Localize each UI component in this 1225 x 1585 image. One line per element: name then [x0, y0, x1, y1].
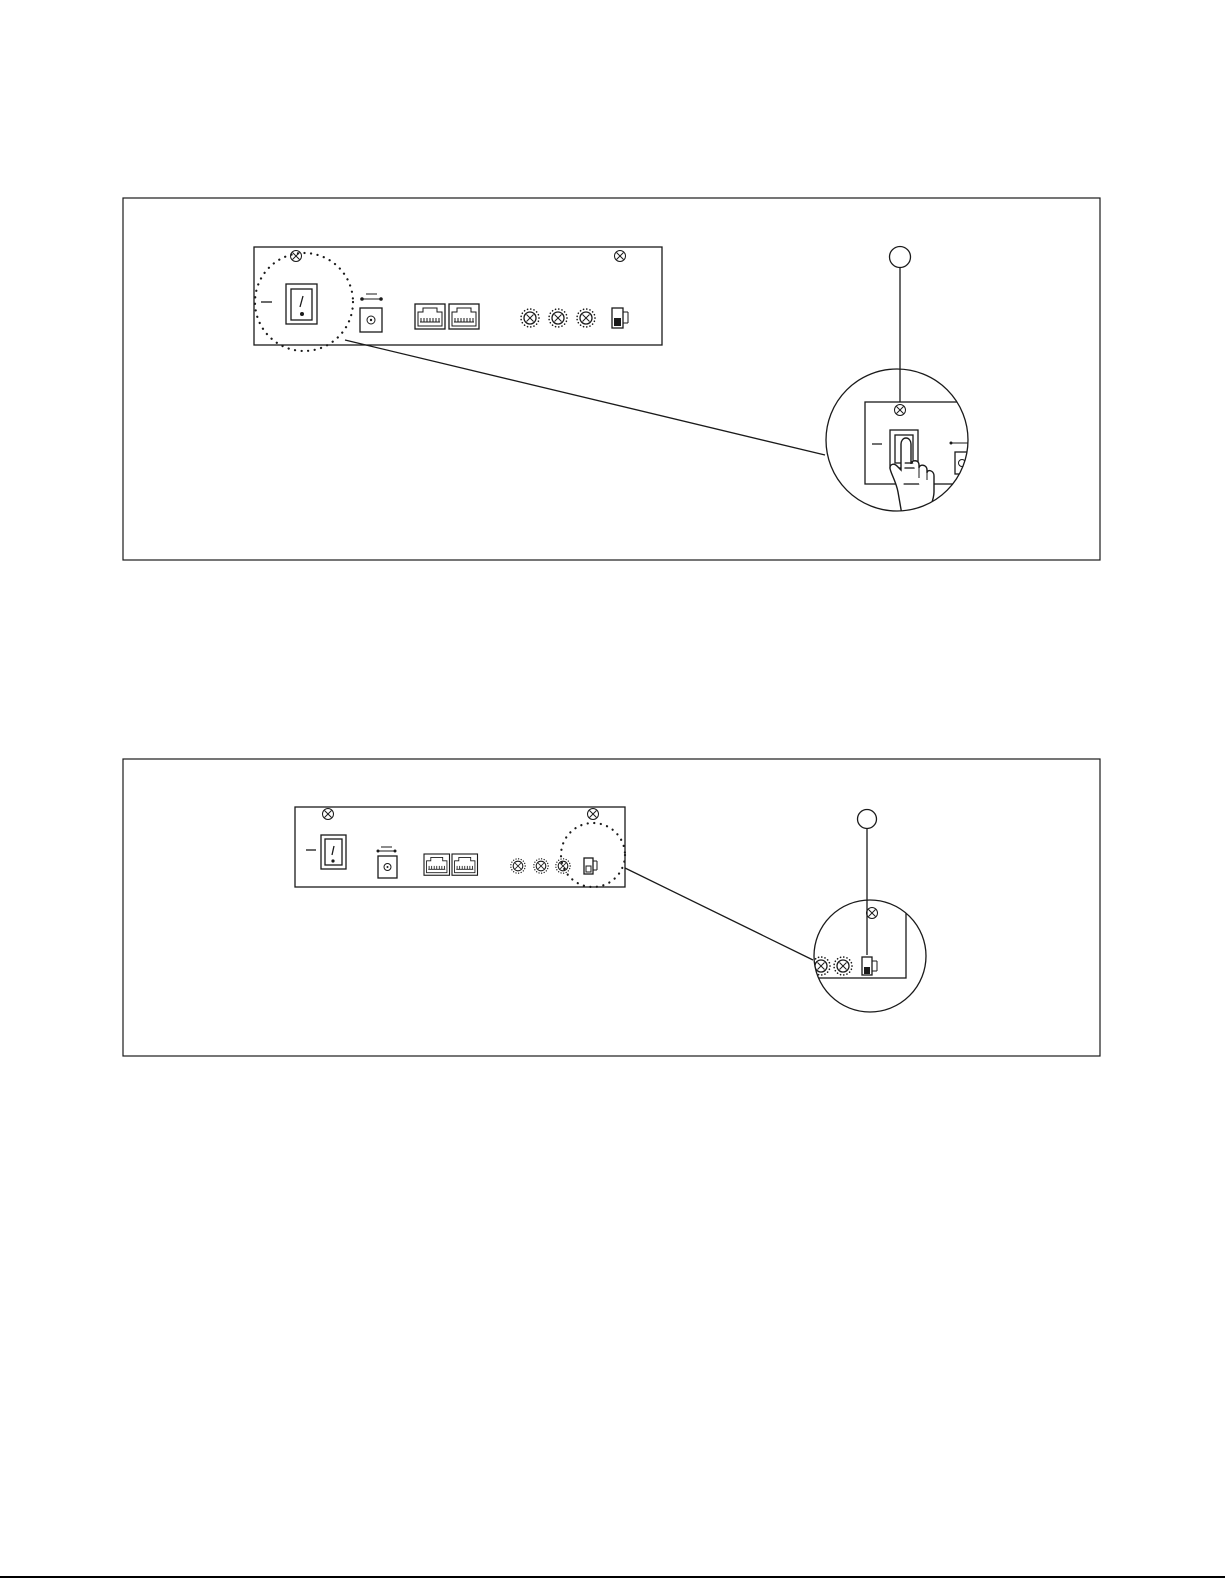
figure-dip-switch: [123, 759, 1100, 1056]
figure-power-switch: [123, 198, 1100, 560]
page-bottom-rule: [0, 1576, 1225, 1578]
figure-frame: [123, 198, 1100, 560]
figure-frame: [123, 759, 1100, 1056]
